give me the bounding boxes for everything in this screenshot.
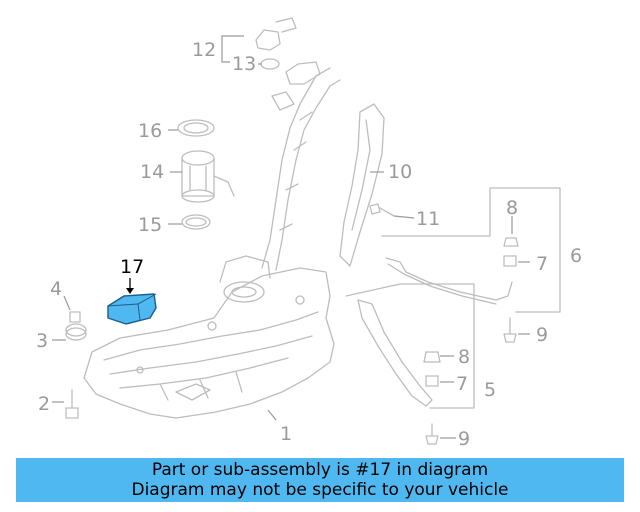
callout-7-lower: 7 (456, 373, 468, 395)
callout-5: 5 (484, 379, 496, 401)
callout-13: 13 (232, 53, 256, 75)
strap-5-bracket (345, 283, 475, 409)
callout-8-lower: 8 (458, 346, 470, 368)
callout-1: 1 (280, 423, 292, 445)
lock-ring (177, 119, 215, 137)
nut-8-lower (423, 351, 441, 363)
callout-3: 3 (36, 330, 48, 352)
clip-4 (69, 311, 81, 323)
bolt-9-lower (425, 423, 439, 445)
part-17-module-highlighted[interactable] (107, 293, 157, 325)
callout-7-upper: 7 (536, 253, 548, 275)
fuel-tank (83, 255, 335, 419)
bolt-9-upper (503, 317, 517, 343)
grommet-3 (65, 323, 87, 341)
callout-6: 6 (570, 245, 582, 267)
caption-line-2: Diagram may not be specific to your vehi… (131, 480, 509, 500)
callout-9-upper: 9 (536, 324, 548, 346)
callout-14: 14 (140, 161, 164, 183)
callout-labels: 12 13 16 14 15 10 11 8 6 7 9 8 7 5 9 1 2… (36, 39, 582, 450)
callout-17-highlighted: 17 (120, 256, 144, 278)
cap-gasket (260, 58, 280, 70)
bushing-7-lower (425, 375, 439, 387)
leader-lines (52, 35, 530, 439)
callout-11: 11 (416, 208, 440, 230)
callout-4: 4 (50, 278, 62, 300)
callout-15: 15 (138, 214, 162, 236)
caption-banner: Part or sub-assembly is #17 in diagram D… (16, 458, 624, 502)
bolt-11 (369, 203, 395, 217)
fuel-cap (255, 17, 297, 51)
caption-line-1: Part or sub-assembly is #17 in diagram (151, 460, 489, 480)
callout-9-lower: 9 (458, 428, 470, 450)
callout-2: 2 (38, 393, 50, 415)
nut-8-upper (503, 237, 519, 247)
callout-10: 10 (388, 161, 412, 183)
fuel-pump-module (181, 150, 235, 203)
bolt-2 (65, 389, 79, 419)
pump-seal (181, 214, 211, 230)
heat-shield (339, 103, 385, 267)
callout-8-upper: 8 (506, 197, 518, 219)
callout-12: 12 (192, 39, 216, 61)
filler-neck (261, 61, 341, 271)
bushing-7-upper (503, 255, 517, 267)
callout-16: 16 (138, 120, 162, 142)
strap-6-bracket (381, 187, 561, 313)
